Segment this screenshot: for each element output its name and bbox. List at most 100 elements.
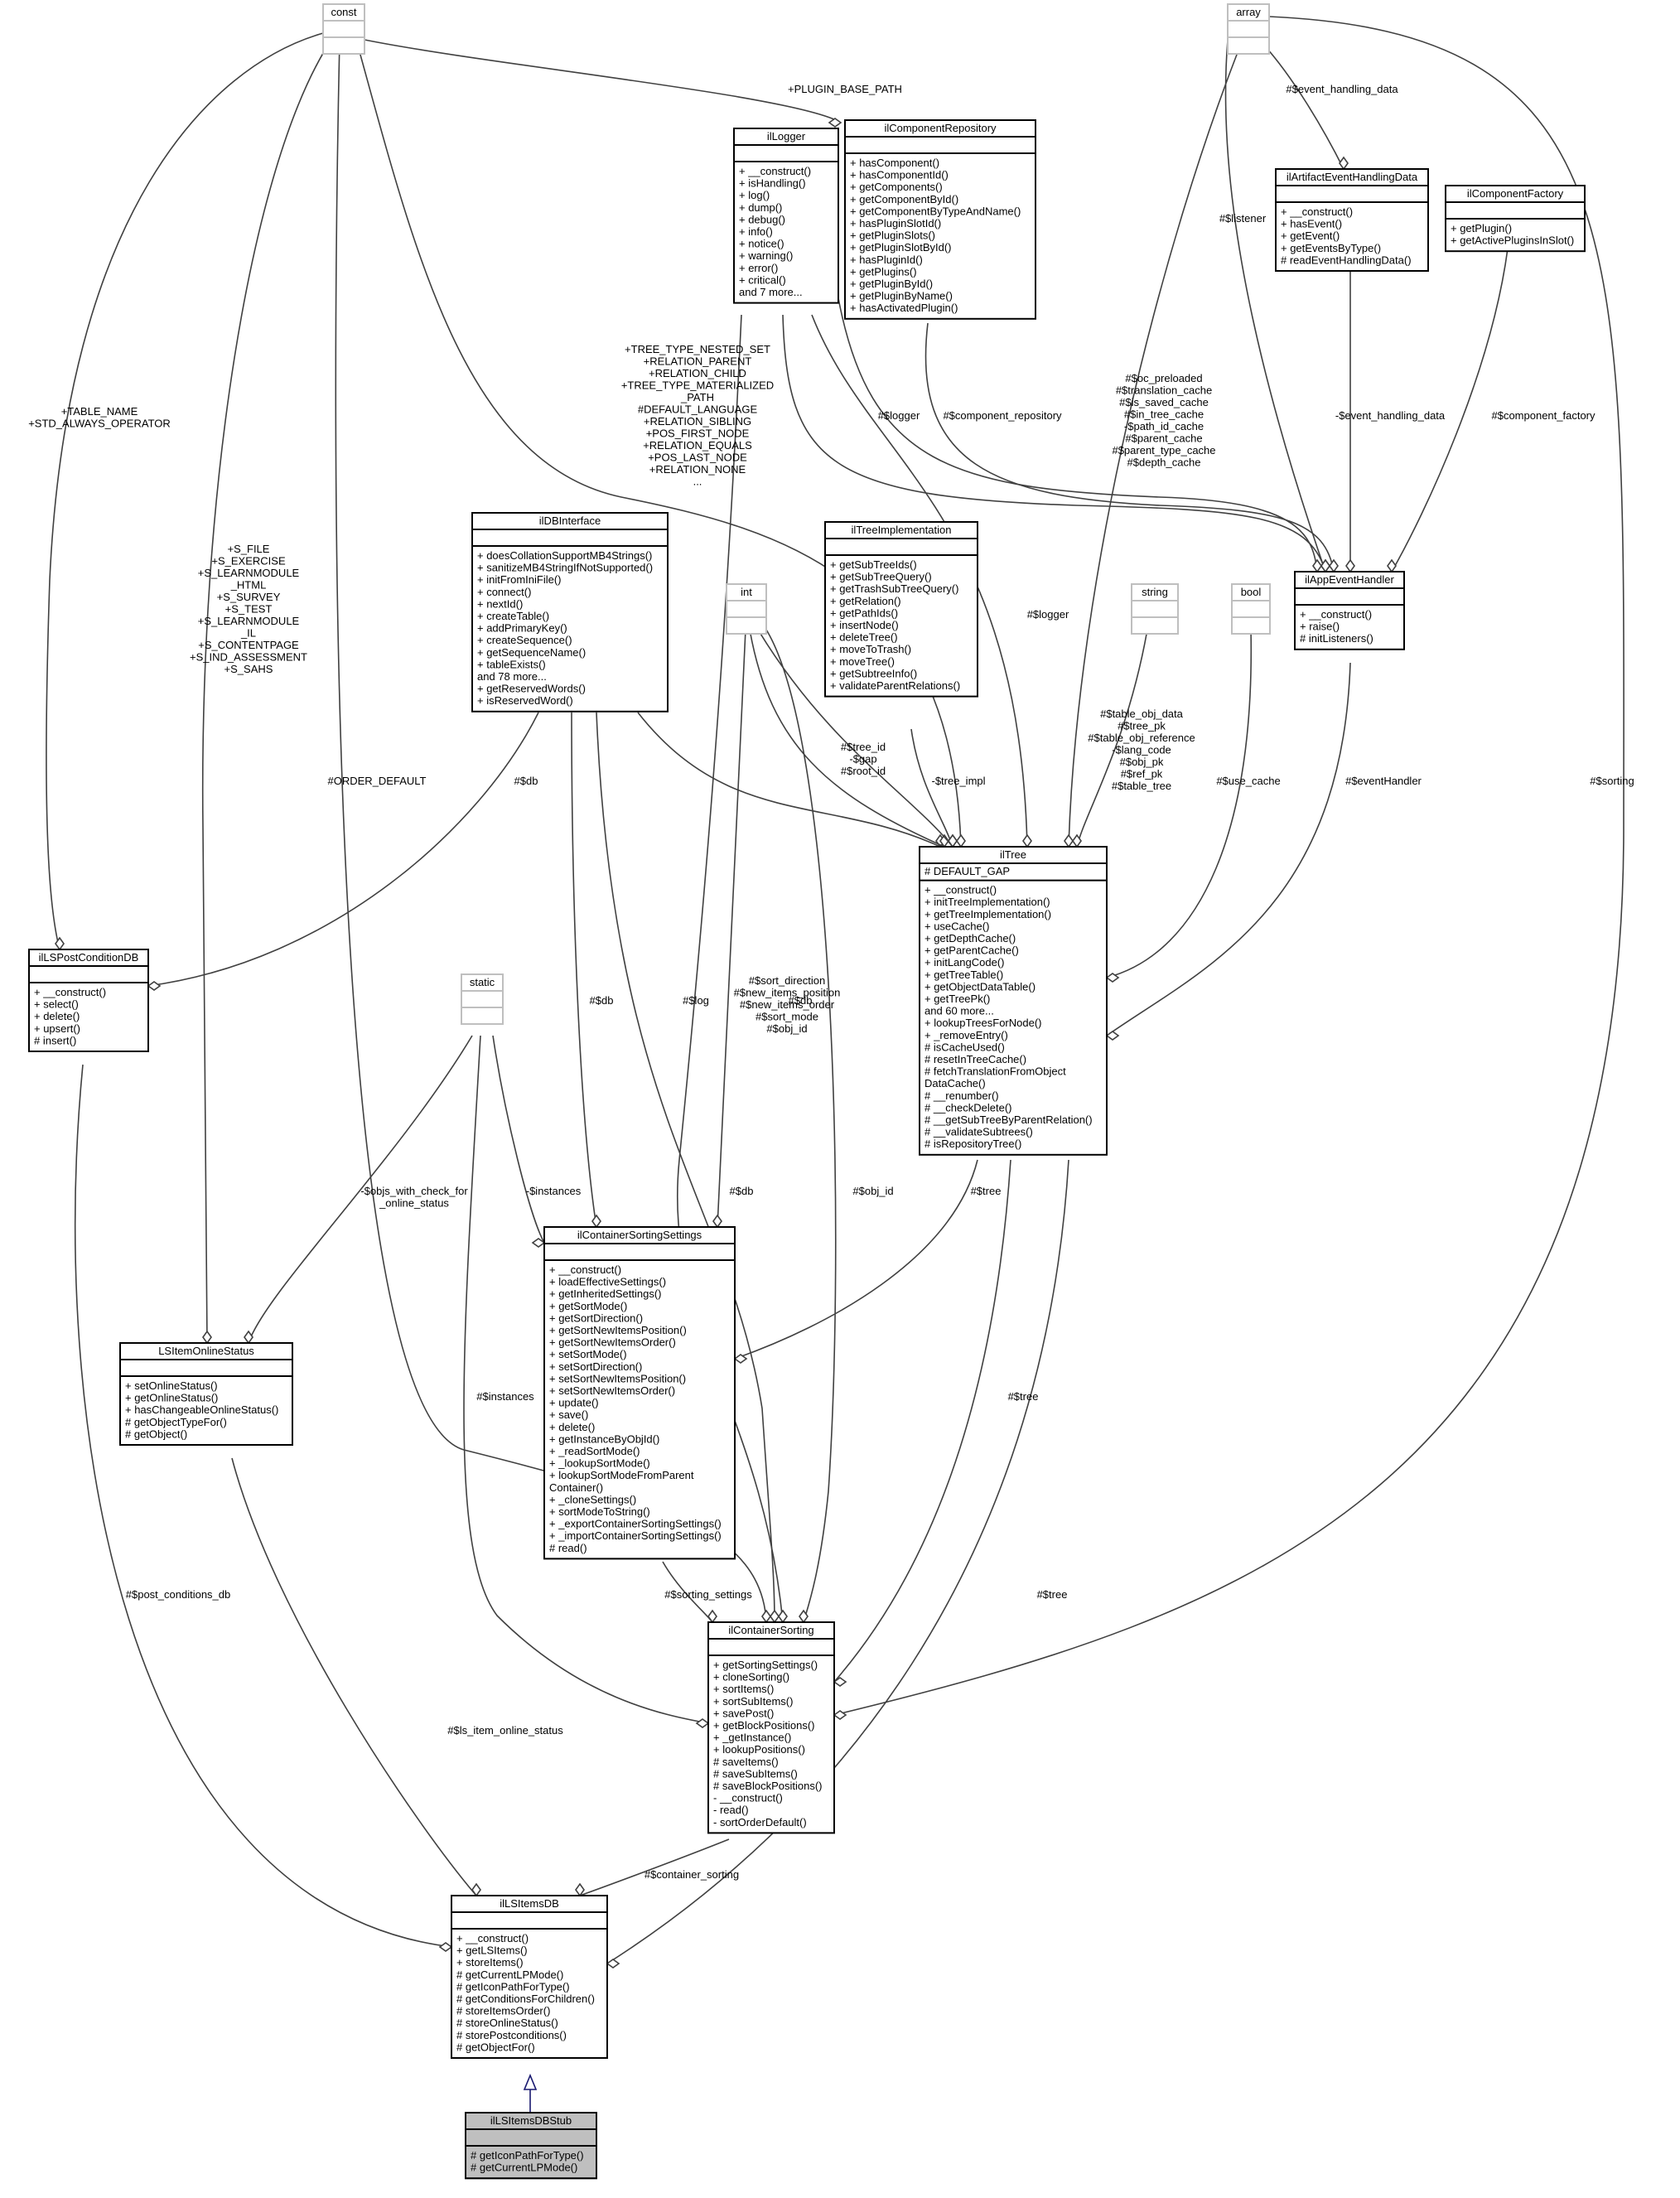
edge-label-line: #$ls_item_online_status	[447, 1724, 563, 1737]
edge-label-event-handling-data-a: #$event_handling_data	[1286, 83, 1398, 95]
edge-label-line: _online_status	[379, 1197, 449, 1210]
edge-line	[1106, 629, 1253, 978]
class-method: and 60 more...	[924, 1005, 994, 1017]
aggregation-diamond	[55, 936, 65, 951]
class-method: # isCacheUsed()	[924, 1041, 1005, 1053]
class-box-int: int	[726, 583, 767, 635]
aggregation-diamond	[147, 981, 162, 991]
edge-label-line: #$root_id	[841, 765, 886, 777]
edge-label-line: +POS_LAST_NODE	[648, 452, 747, 464]
class-method: + lookupPositions()	[713, 1743, 805, 1756]
edge-label-table-obj-data: #$table_obj_data#$tree_pk#$table_obj_ref…	[1088, 708, 1195, 792]
edge-line	[1258, 39, 1344, 170]
class-box-frame	[726, 583, 767, 635]
edge-label-line: +S_EXERCISE	[211, 555, 286, 568]
aggregation-diamond	[591, 1214, 601, 1229]
class-method: # getObject()	[125, 1427, 187, 1440]
edge-label-line: #$translation_cache	[1116, 384, 1212, 397]
class-method: + getPluginByName()	[850, 290, 953, 302]
class-title: int	[741, 586, 752, 598]
association-edge	[1345, 265, 1355, 573]
aggregation-diamond	[1072, 833, 1082, 848]
class-title: ilTreeImplementation	[852, 524, 952, 536]
class-box-il-lspost-condition-db: ilLSPostConditionDB+ __construct()+ sele…	[28, 949, 149, 1052]
edge-label-line: #$new_items_order	[740, 998, 835, 1011]
association-edge	[201, 39, 332, 1345]
class-method: + sortModeToString()	[549, 1505, 650, 1518]
edge-label-line: #$sort_mode	[756, 1011, 818, 1023]
association-edge	[838, 297, 1322, 573]
class-method: + getPluginById()	[850, 278, 933, 290]
edge-label-line: _IL	[240, 627, 256, 640]
class-method: + _lookupSortMode()	[549, 1457, 650, 1470]
class-method: + getSubTreeQuery()	[830, 571, 932, 583]
edge-label-sorting: #$sorting	[1590, 775, 1634, 787]
association-edge	[782, 314, 1330, 573]
class-method: + getPlugin()	[1451, 222, 1512, 234]
class-title: ilLSPostConditionDB	[39, 951, 139, 964]
edge-line	[833, 1159, 1011, 1683]
aggregation-diamond	[770, 1609, 780, 1624]
edge-line	[749, 629, 945, 848]
edge-label-line: #$sort_direction	[749, 974, 826, 987]
edge-label-logger-a: #$logger	[878, 409, 920, 422]
class-method: + _cloneSettings()	[549, 1493, 636, 1505]
edge-label-line: #$post_conditions_db	[126, 1588, 231, 1601]
class-method: + hasComponentId()	[850, 169, 949, 181]
edge-label-db-a: #$db	[514, 775, 538, 787]
aggregation-diamond	[606, 1959, 620, 1969]
class-box-il-dbinterface: ilDBInterface+ doesCollationSupportMB4St…	[471, 512, 669, 713]
class-method: # saveItems()	[713, 1756, 779, 1768]
class-method: + getRelation()	[830, 595, 901, 607]
edge-label-tree-id: #$tree_id-$gap#$root_id	[841, 741, 886, 777]
class-method: + __construct()	[456, 1932, 529, 1944]
edge-label-line: #$oc_preloaded	[1125, 372, 1202, 384]
class-method: + addPrimaryKey()	[477, 622, 567, 635]
class-box-il-lsitems-dbstub: ilLSItemsDBStub# getIconPathForType()# g…	[465, 2112, 597, 2180]
class-method: - sortOrderDefault()	[713, 1816, 807, 1828]
class-method: + createSequence()	[477, 634, 572, 646]
aggregation-diamond	[438, 1942, 453, 1952]
class-method: + createTable()	[477, 610, 549, 622]
class-method: + getSubtreeInfo()	[830, 667, 917, 679]
class-method: + _getInstance()	[713, 1732, 791, 1744]
class-method: + getTreeImplementation()	[924, 908, 1051, 920]
class-box-frame	[707, 1621, 835, 1834]
edge-line	[717, 629, 746, 1228]
class-box-frame	[1131, 583, 1179, 635]
class-method: + getComponentById()	[850, 193, 958, 205]
class-title: bool	[1241, 586, 1262, 598]
association-edge	[765, 629, 837, 1624]
class-method: + lookupSortModeFromParent	[549, 1469, 694, 1481]
edge-label-line: #$table_obj_data	[1100, 708, 1184, 720]
association-edge	[811, 314, 1032, 848]
class-method: + getObjectDataTable()	[924, 980, 1036, 993]
class-method: + cloneSorting()	[713, 1671, 789, 1684]
edge-line	[910, 728, 953, 848]
edge-label-line: #$obj_pk	[1120, 756, 1164, 768]
edge-label-line: +S_LEARNMODULE	[198, 615, 300, 627]
edge-label-event-handling-data-b: -$event_handling_data	[1335, 409, 1446, 422]
class-box-il-lsitems-db: ilLSItemsDB+ __construct()+ getLSItems()…	[451, 1895, 608, 2059]
class-method: + getComponents()	[850, 181, 943, 193]
edge-label-container-sorting: #$container_sorting	[644, 1868, 739, 1881]
class-method: # readEventHandlingData()	[1281, 254, 1412, 266]
edge-line	[201, 39, 332, 1344]
class-method: + warning()	[739, 249, 793, 262]
edge-label-line: #$listener	[1219, 212, 1267, 225]
class-method: + getBlockPositions()	[713, 1719, 814, 1732]
edge-line	[571, 712, 597, 1228]
aggregation-diamond	[761, 1609, 771, 1624]
class-method: # storePostconditions()	[456, 2029, 567, 2041]
class-box-frame	[824, 521, 978, 698]
edge-label-line: #$db	[789, 994, 813, 1007]
class-method: + moveToTrash()	[830, 643, 911, 655]
edge-line	[924, 322, 1335, 572]
class-method: + hasPluginSlotId()	[850, 217, 941, 229]
class-method: + moveTree()	[830, 655, 895, 668]
class-box-frame	[543, 1226, 736, 1560]
class-method: + connect()	[477, 586, 531, 598]
inheritance-arrow	[523, 2073, 538, 2090]
edge-label-objs-with-check: -$objs_with_check_for_online_status	[360, 1185, 468, 1210]
aggregation-diamond	[939, 833, 949, 848]
